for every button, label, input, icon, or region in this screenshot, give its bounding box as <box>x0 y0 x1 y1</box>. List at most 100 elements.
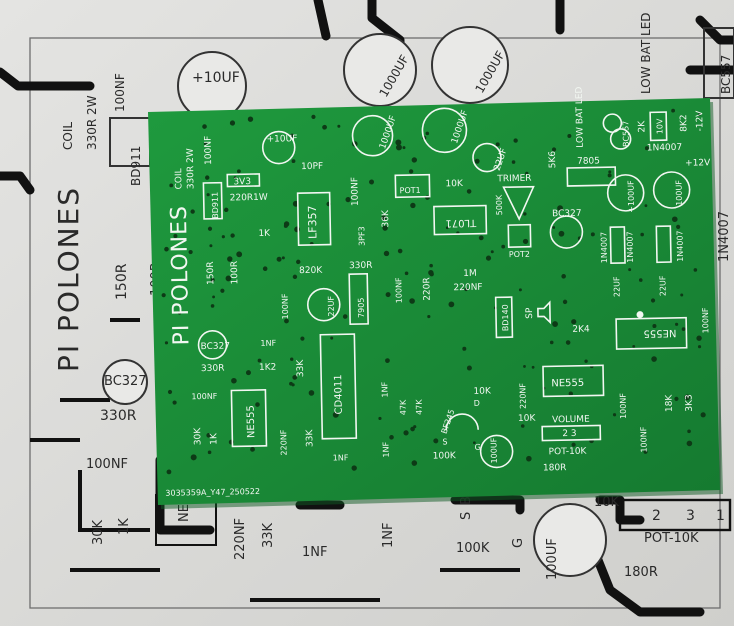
pcb-substrate <box>148 98 720 505</box>
ne555-b-outline <box>542 364 605 398</box>
solder-pad <box>337 124 341 128</box>
solder-pad <box>697 113 701 116</box>
c1nf-a-label: 1NF <box>260 339 276 348</box>
solder-pad <box>445 226 449 230</box>
pcb-board <box>148 98 723 509</box>
solder-pad <box>590 232 595 237</box>
solder-pad <box>562 299 568 305</box>
solder-pad <box>684 394 691 401</box>
solder-pad <box>700 412 706 418</box>
solder-pad <box>300 336 305 341</box>
solder-pad <box>345 197 351 203</box>
solder-pad <box>385 358 390 363</box>
solder-pad <box>485 255 492 261</box>
bd140-label: BD140 <box>501 304 511 331</box>
r1k-a-label: 1K <box>258 229 271 239</box>
solder-pad <box>425 131 430 136</box>
bf245-outline <box>445 413 479 431</box>
solder-pad <box>612 413 617 417</box>
solder-pad <box>644 204 648 208</box>
paper-10k: 10K <box>594 495 620 510</box>
solder-pad <box>523 365 526 368</box>
solder-pad <box>172 400 177 405</box>
c100nf-f-label: 100NF <box>191 392 217 402</box>
solder-pad <box>464 287 468 292</box>
solder-pad <box>385 292 391 298</box>
solder-pad <box>652 324 657 329</box>
solder-pad <box>518 288 522 292</box>
solder-pad <box>207 450 212 455</box>
r33k-a-label: 33K <box>296 359 306 378</box>
c22uf-c-label: 22UF <box>612 276 621 297</box>
solder-pad <box>628 268 632 272</box>
paper-bc327: BC327 <box>104 374 147 389</box>
solder-pad <box>262 266 268 272</box>
solder-pad <box>381 215 387 221</box>
pot1-label: POT1 <box>400 186 421 195</box>
solder-pad <box>161 293 166 298</box>
solder-pad <box>245 370 251 376</box>
solder-pad <box>501 244 506 249</box>
pcb-title: LF357 <box>306 205 320 239</box>
d1n4007-b-label: 1N4007 <box>599 232 609 264</box>
solder-pad <box>292 274 298 280</box>
reg7905-label: 7905 <box>357 298 366 319</box>
r150r-label: 150R <box>206 261 216 285</box>
solder-pad <box>644 146 649 151</box>
c1nf-d-label: 1NF <box>381 441 390 457</box>
bc327-b-label: BC327 <box>552 209 582 220</box>
solder-pad <box>202 124 207 129</box>
solder-pad <box>411 460 418 466</box>
solder-pad <box>466 189 472 194</box>
paper-s: S <box>459 512 474 520</box>
solder-pad <box>490 250 494 254</box>
cap-100uf-b-outline <box>652 171 691 209</box>
solder-pad <box>466 365 472 371</box>
vneg12-label: -12V <box>695 110 705 132</box>
d-pin-label: D <box>474 399 480 408</box>
c220nf-b-label: 220NF <box>518 383 528 409</box>
r820k-label: 820K <box>299 266 323 276</box>
cap-1000uf-b-outline <box>421 107 468 154</box>
c1nf-b-label: 1NF <box>380 381 389 397</box>
solder-pad <box>565 340 571 345</box>
paper-bc557: BC557 <box>719 55 733 94</box>
solder-pad <box>413 425 417 429</box>
paper-330r2w: 330R 2W <box>85 95 99 150</box>
solder-pad <box>522 238 529 245</box>
paper-1nf-a: 1NF <box>302 545 327 560</box>
s-pin-label: S <box>442 437 447 446</box>
solder-pad <box>173 234 178 239</box>
solder-pad <box>513 138 518 143</box>
z3v3-label: 3V3 <box>233 177 251 187</box>
c100nf-e-label: 100NF <box>619 393 629 419</box>
solder-pad <box>520 424 525 428</box>
pot-pins-label: 2 3 <box>562 429 577 439</box>
solder-pad <box>478 235 484 241</box>
solder-pad <box>225 275 232 282</box>
solder-pad <box>680 293 684 297</box>
copper-vias <box>161 108 706 475</box>
c220nf-c-label: 220NF <box>279 429 289 455</box>
c1nf-c-label: 1NF <box>333 453 349 462</box>
paper-pot-10k: POT-10K <box>644 531 699 546</box>
bd911-outline <box>202 181 223 220</box>
solder-pad <box>404 271 409 276</box>
solder-pad <box>638 278 643 282</box>
reg-7805-outline <box>566 166 617 187</box>
diode-1n4007-b-outline <box>609 226 626 264</box>
cap-22uf-b-outline <box>306 287 341 322</box>
ne555-a-label: NE555 <box>643 327 676 339</box>
solder-pad <box>433 438 439 444</box>
c22uf-b-label: 22UF <box>327 295 336 316</box>
r220r1w-label: 220R1W <box>230 193 268 204</box>
r330r2w-label: 330R 2W <box>186 148 197 189</box>
r330r-b-label: 330R <box>201 364 225 374</box>
solder-pad <box>308 390 315 396</box>
solder-pad <box>342 314 348 319</box>
solder-pad <box>206 433 211 438</box>
solder-pad <box>410 202 416 209</box>
solder-pad <box>351 465 357 471</box>
tl071-label: TL071 <box>445 217 477 229</box>
paper-100nf-mid: 100NF <box>86 457 128 472</box>
